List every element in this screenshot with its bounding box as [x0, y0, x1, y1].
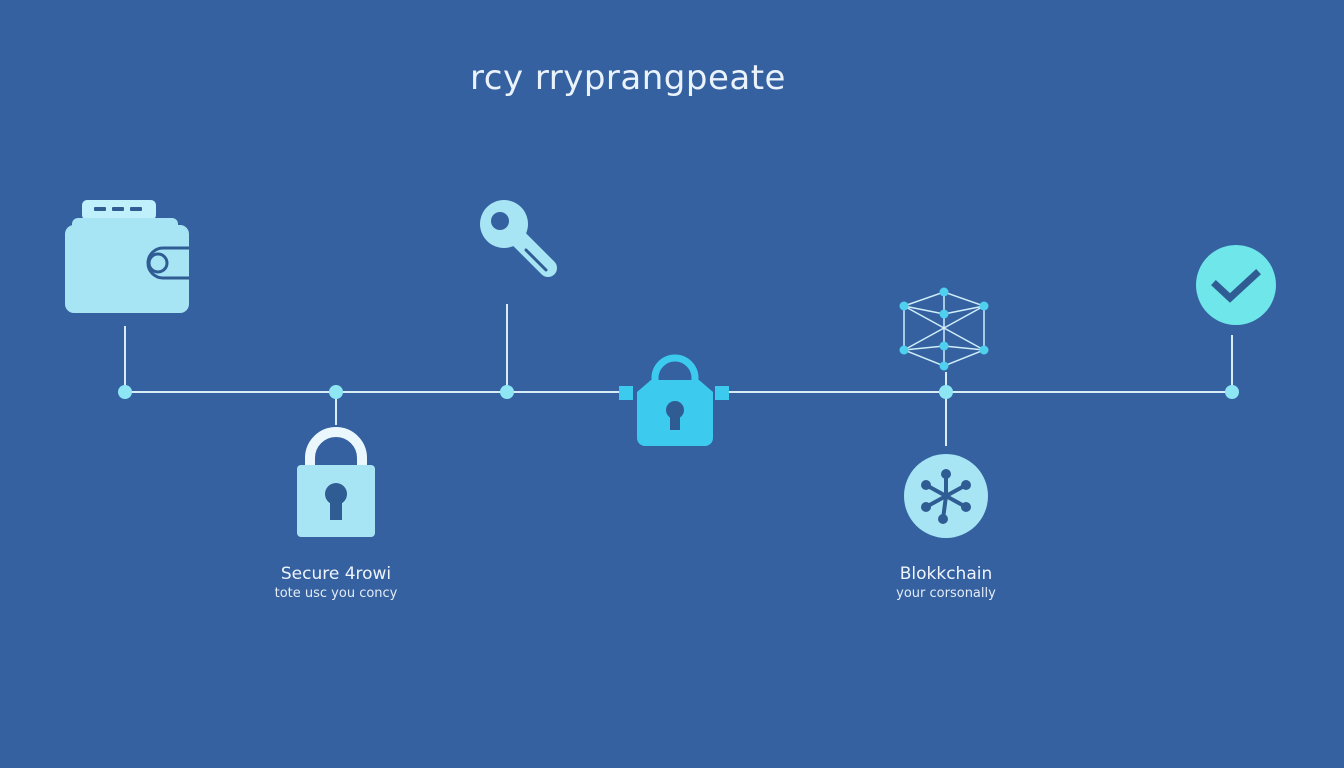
padlock-cyan-icon [619, 354, 729, 446]
blockchain-label-heading: Blokkchain [899, 564, 993, 584]
secure-label-subtext: tote usc you concy [274, 586, 398, 601]
checkmark-icon [1196, 245, 1276, 325]
network-cube-icon [899, 287, 989, 371]
wallet-icon [65, 200, 189, 313]
diagram-title: rcy rryprangpeate [470, 58, 786, 98]
blockchain-label: Blokkchain your corsonally [866, 563, 1026, 603]
secure-label: Secure 4rowi tote usc you concy [246, 563, 426, 603]
key-icon [480, 200, 557, 277]
padlock-icon [297, 427, 375, 537]
blockchain-label-subtext: your corsonally [896, 586, 996, 601]
secure-label-heading: Secure 4rowi [280, 564, 392, 584]
hub-network-icon [904, 454, 988, 538]
